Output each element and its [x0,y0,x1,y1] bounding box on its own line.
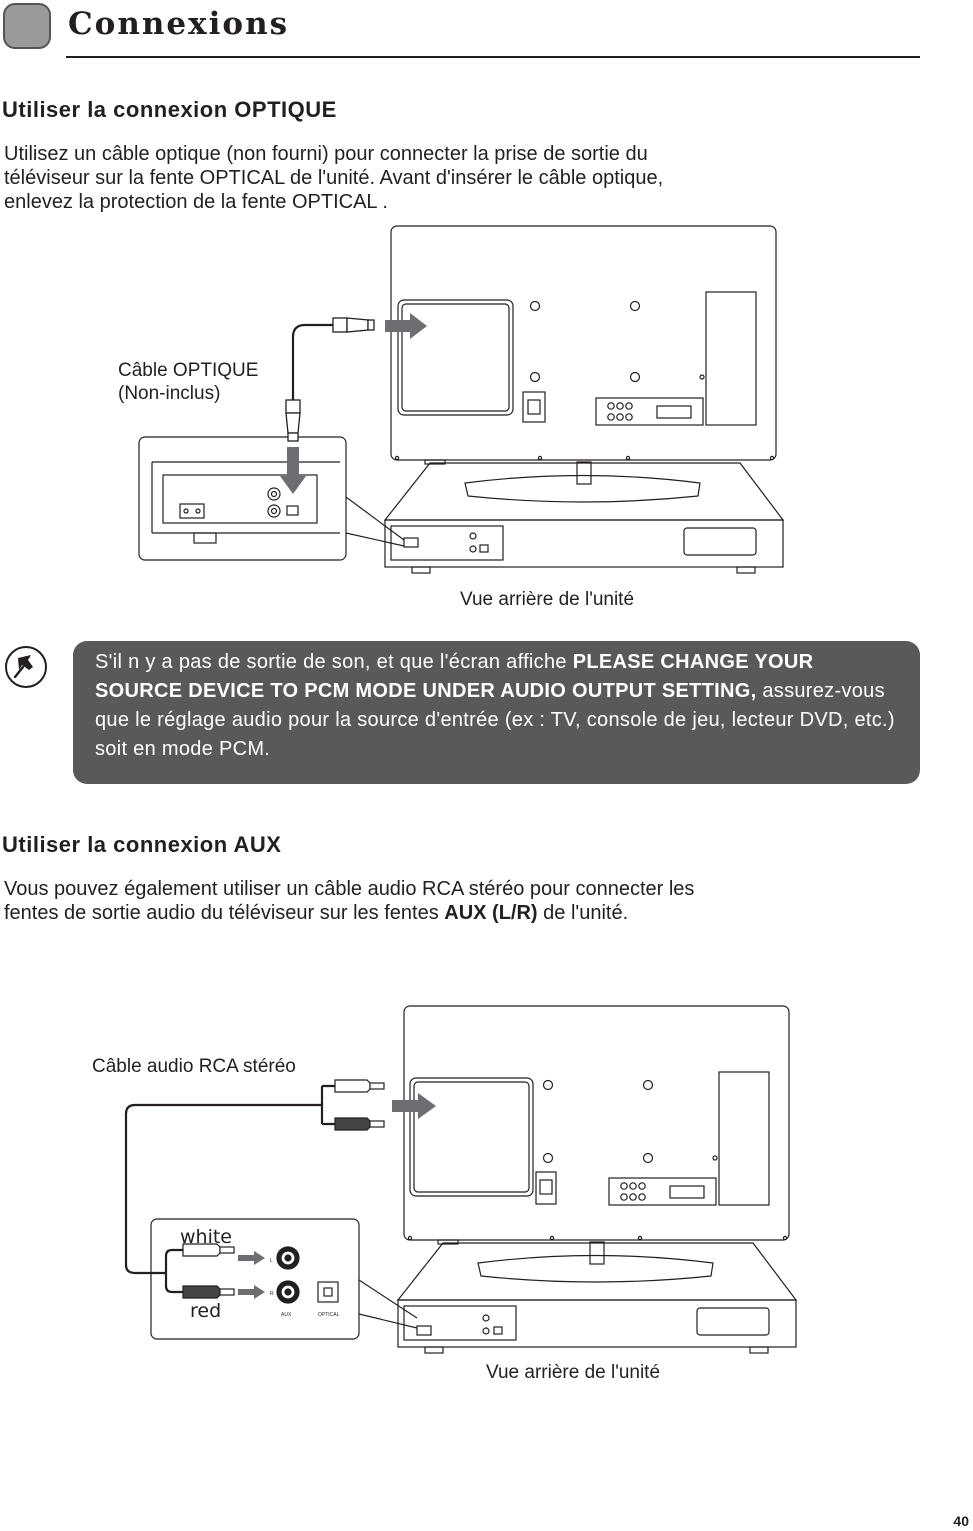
aux-body-part: fentes de sortie audio du téléviseur sur… [4,902,445,924]
aux-body-line: fentes de sortie audio du téléviseur sur… [4,901,694,925]
note-text-bold: PLEASE CHANGE YOUR SOURCE DEVICE TO PCM … [95,651,814,702]
optical-cable-label-line: (Non-inclus) [118,383,221,404]
note-text: S'il n y a pas de sortie de son, et que … [95,648,905,764]
jack-l-label: L [270,1258,273,1264]
optical-heading: Utiliser la connexion OPTIQUE [2,97,337,122]
optical-cable-label-line: Câble OPTIQUE [118,360,259,381]
optical-cable [285,317,375,442]
arrow-right-icon [238,1285,265,1299]
optical-body-line: téléviseur sur la fente OPTICAL de l'uni… [4,167,664,189]
rca-cable [124,1079,385,1299]
sound-base-illustration [383,462,785,574]
note-box [73,641,920,784]
optical-body: Utilisez un câble optique (non fourni) p… [4,142,663,214]
pushpin-icon [5,646,47,688]
optical-body-line: Utilisez un câble optique (non fourni) p… [4,143,648,165]
tv-back-illustration [403,1005,790,1283]
page-title: Connexions [68,6,290,42]
aux-body-line: Vous pouvez également utiliser un câble … [4,878,695,900]
aux-cable-label: Câble audio RCA stéréo [92,1056,296,1077]
optical-connection-diagram [138,225,785,574]
header-tab-marker [3,3,51,49]
red-label: red [190,1300,221,1322]
jack-r-label: R [270,1291,274,1297]
tv-back-illustration [390,225,777,503]
aux-body-part: de l'unité. [537,902,629,924]
optical-cable-label: Câble OPTIQUE (Non-inclus) [118,359,258,405]
arrow-right-icon [385,313,427,339]
optical-port-label: OPTICAL [318,1312,340,1318]
optical-body-line: enlevez la protection de la fente OPTICA… [4,191,388,213]
sound-base-illustration [396,1242,798,1354]
aux-connection-diagram: L R AUX OPTICAL white red [124,1005,798,1354]
arrow-down-icon [280,447,306,494]
white-label: white [180,1226,232,1248]
arrow-right-icon [238,1251,265,1265]
optical-caption: Vue arrière de l'unité [460,589,635,610]
aux-port-label: AUX [281,1312,292,1318]
arrow-right-icon [392,1093,436,1119]
zoomed-port-panel [138,436,405,561]
aux-heading: Utiliser la connexion AUX [2,832,282,857]
aux-caption: Vue arrière de l'unité [486,1362,661,1383]
aux-body: Vous pouvez également utiliser un câble … [4,877,694,925]
note-text-part: S'il n y a pas de sortie de son, et que … [95,651,573,673]
header-rule [66,56,920,58]
aux-body-bold: AUX (L/R) [444,902,538,924]
zoomed-port-panel [150,1218,418,1340]
note-text-part: assurez-vous que le réglage audio pour l… [95,680,895,760]
page-number: 40 [953,1513,969,1529]
